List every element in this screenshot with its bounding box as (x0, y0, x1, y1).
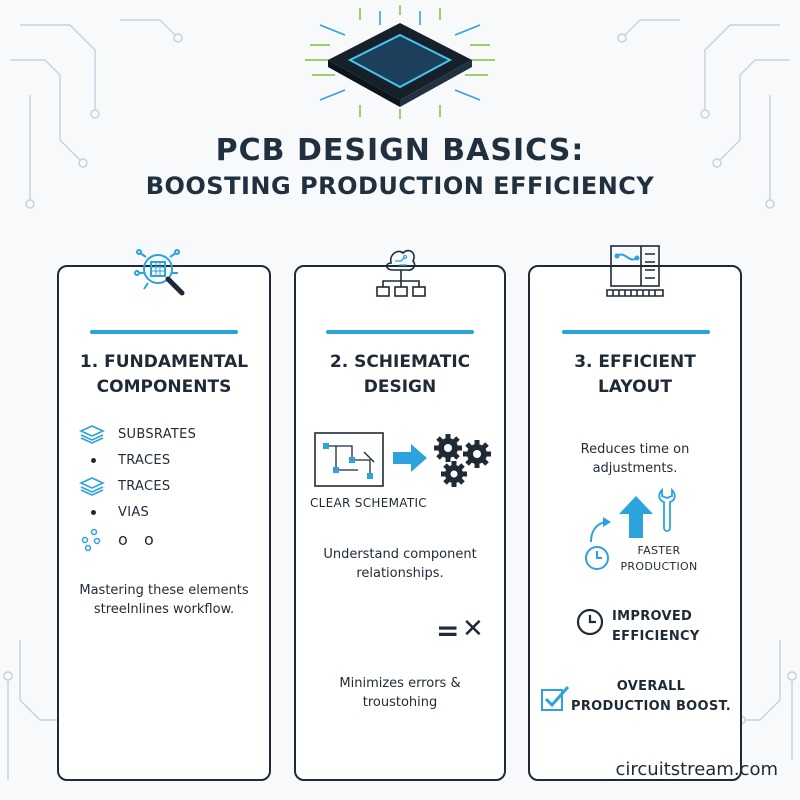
layout-board-icon (606, 245, 664, 297)
page-subtitle: BOOSTING PRODUCTION EFFICIENCY (145, 172, 655, 200)
via-marks: o o (118, 530, 156, 549)
footer-site-link[interactable]: circuitstream.com (615, 759, 778, 780)
overall-line1: OVERALL (616, 679, 686, 694)
error-x-icon: ✕ (462, 614, 484, 644)
improved-efficiency: IMPROVED EFFICIENCY (612, 607, 700, 647)
diagram-label: CLEAR SCHEMATIC (310, 496, 427, 510)
card-title-line2: COMPONENTS (96, 377, 232, 397)
card-summary: Mastering these elements streelnlines wo… (57, 581, 271, 619)
improved-line1: IMPROVED (612, 609, 693, 624)
summary-line1: Mastering these elements (79, 583, 249, 598)
description-line2: adjustments. (592, 461, 678, 476)
brain-flow-icon (376, 249, 426, 297)
card-title-line2: LAYOUT (598, 377, 672, 397)
overall-line2: PRODUCTION BOOST. (571, 699, 731, 714)
card-description: Reduces time on adjustments. (528, 440, 742, 478)
list-item-substrates: SUBSRATES (118, 427, 197, 442)
card-bottom-text: Minimizes errors & troustohing (294, 674, 506, 712)
bottom-line2: troustohing (362, 695, 438, 710)
faster-line2: PRODUCTION (620, 560, 698, 573)
schematic-diagram (314, 432, 384, 487)
checkbox-icon (541, 686, 570, 711)
card-title-line1: 1. FUNDAMENTAL (79, 352, 249, 372)
card-divider (90, 330, 238, 334)
card-title: 3. EFFICIENT LAYOUT (528, 350, 742, 400)
faster-production: FASTER PRODUCTION (604, 543, 714, 575)
list-item-vias: VIAS (118, 505, 150, 520)
card-fundamental-components (57, 265, 271, 781)
clock-icon (585, 517, 611, 570)
layers-icon (79, 425, 105, 444)
gears-icon (434, 434, 491, 487)
overall-production-boost: OVERALL PRODUCTION BOOST. (566, 677, 736, 717)
card-schematic-design (294, 265, 506, 781)
equals-symbol: = (436, 614, 460, 647)
card-description: Understand component relationships. (294, 545, 506, 583)
card-title-line1: 3. EFFICIENT (574, 352, 696, 372)
layers-icon (79, 477, 105, 496)
card-divider (562, 330, 710, 334)
wrench-icon (658, 488, 676, 532)
list-item-traces: TRACES (118, 479, 171, 494)
description-line1: Understand component (323, 547, 477, 562)
bullet-dot (91, 458, 96, 463)
card-title-line1: 2. SCHIEMATIC (329, 352, 471, 372)
faster-line1: FASTER (637, 544, 681, 557)
description-line2: relationships. (356, 566, 444, 581)
arrow-up-icon (619, 496, 653, 538)
page-title: PCB DESIGN BASICS: (215, 133, 585, 168)
clock-icon (576, 608, 604, 636)
card-title-line2: DESIGN (363, 377, 437, 397)
card-title: 1. FUNDAMENTAL COMPONENTS (57, 350, 271, 400)
bottom-line1: Minimizes errors & (339, 676, 461, 691)
summary-line2: streelnlines workflow. (93, 602, 235, 617)
description-line1: Reduces time on (580, 442, 690, 457)
improved-line2: EFFICIENCY (612, 629, 700, 644)
magnifier-icon (134, 249, 185, 296)
card-divider (326, 330, 474, 334)
via-dots-icon (81, 528, 101, 552)
list-item-traces: TRACES (118, 453, 171, 468)
chip-icon (305, 5, 495, 119)
bullet-dot (91, 510, 96, 515)
card-title: 2. SCHIEMATIC DESIGN (294, 350, 506, 400)
arrow-right-icon (393, 444, 427, 472)
